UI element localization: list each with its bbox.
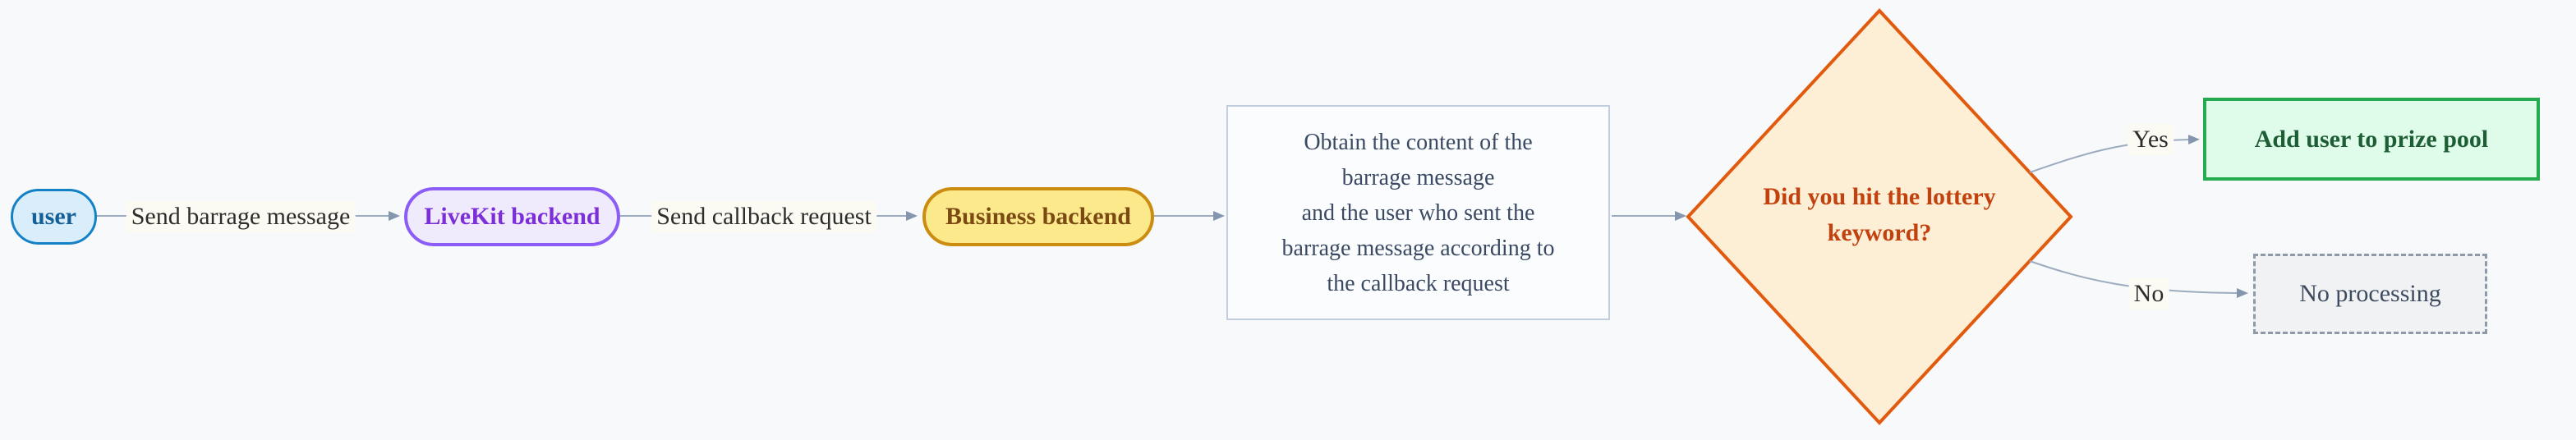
node-obtain-content-process-label: Obtain the content of the barrage messag… [1281,129,1555,296]
node-user: user [11,189,97,245]
node-obtain-content-process: Obtain the content of the barrage messag… [1226,105,1610,320]
node-add-user-to-prize-pool-label: Add user to prize pool [2254,125,2489,153]
node-decision-lottery-keyword: Did you hit the lottery keyword? [1732,131,2027,299]
edge-label-no: No [2128,278,2169,309]
node-business-backend: Business backend [922,187,1154,246]
node-livekit-backend-label: LiveKit backend [424,203,600,230]
node-business-backend-label: Business backend [945,203,1131,230]
edge-label-yes: Yes [2128,124,2174,155]
node-no-processing-label: No processing [2299,280,2441,307]
node-decision-lottery-keyword-label: Did you hit the lottery keyword? [1763,183,1996,246]
edge-decision-no [2029,260,2248,298]
edge-label-send-barrage-message: Send barrage message [126,201,356,232]
node-user-label: user [31,203,76,230]
node-no-processing: No processing [2253,254,2487,334]
decision-diamond-shape [1686,8,2073,425]
node-livekit-backend: LiveKit backend [404,187,620,246]
node-add-user-to-prize-pool: Add user to prize pool [2203,98,2540,181]
edge-label-send-callback-request: Send callback request [651,201,876,232]
